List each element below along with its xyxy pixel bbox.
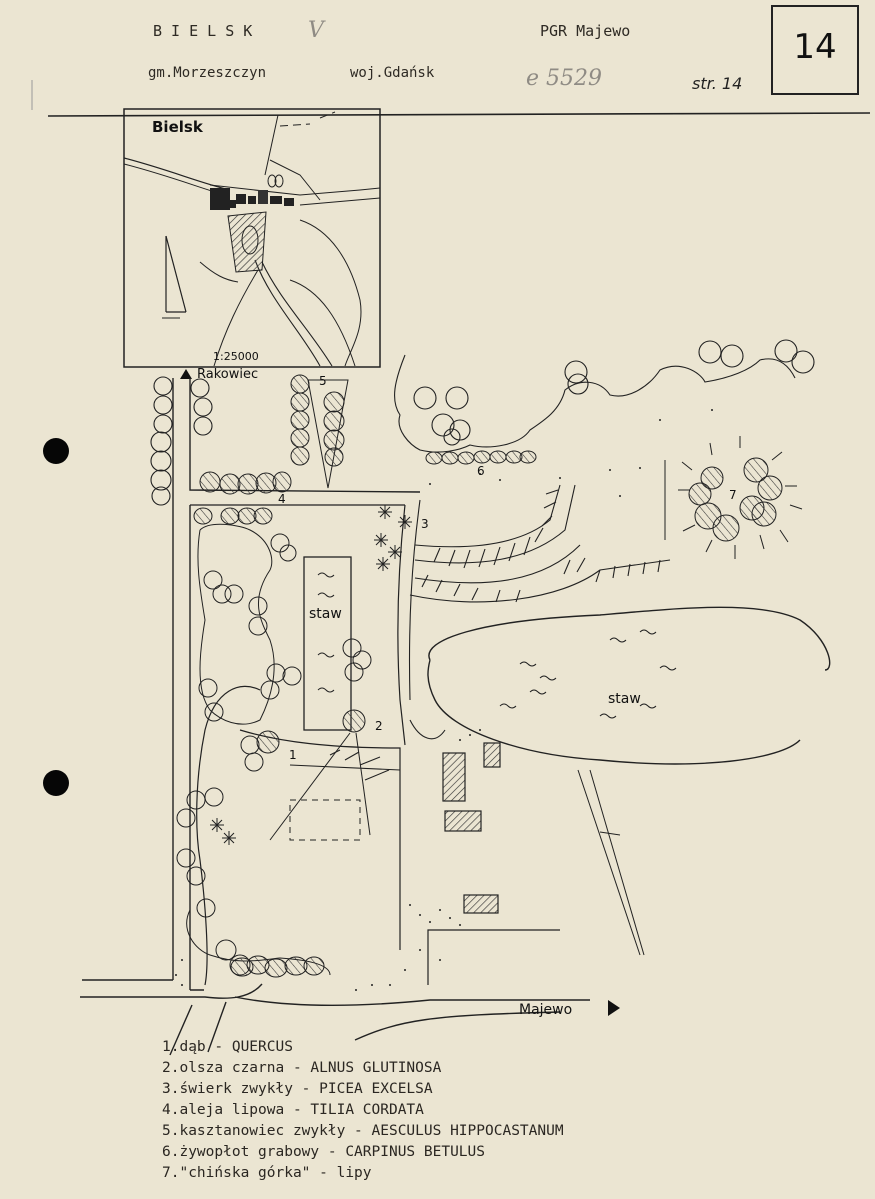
- header-place: B I E L S K: [153, 22, 253, 40]
- park-trees-hatched: [230, 955, 325, 978]
- page-number-box: 14: [771, 5, 859, 95]
- page-number: 14: [793, 27, 837, 67]
- legend-item: 6.żywopłot grabowy - CARPINUS BETULUS: [162, 1144, 486, 1160]
- inset-map-scale: 1:25000: [213, 350, 259, 363]
- chestnut-group: [290, 374, 349, 489]
- spruce-group: [210, 505, 412, 845]
- linden-avenue: [193, 471, 292, 525]
- punch-hole-bottom: [43, 770, 69, 796]
- page-reference: str. 14: [692, 74, 743, 93]
- legend-item: 7."chińska górka" - lipy: [162, 1165, 372, 1181]
- hornbeam-hedge: [425, 450, 537, 465]
- road-label-majewo: Majewo: [519, 1002, 572, 1018]
- legend-item: 4.aleja lipowa - TILIA CORDATA: [162, 1102, 424, 1118]
- small-pond: [303, 556, 352, 731]
- road-west: [172, 378, 421, 990]
- tree-alley-west: [150, 376, 213, 506]
- farm-buildings: [442, 742, 501, 914]
- marker-4: 4: [278, 492, 286, 506]
- marker-2: 2: [375, 719, 383, 733]
- species-legend: 1.dąb - QUERCUS 2.olsza czarna - ALNUS G…: [162, 1037, 564, 1184]
- rakowiec-arrow-icon: [180, 369, 192, 379]
- dotted-paths: [175, 409, 713, 991]
- legend-item: 1.dąb - QUERCUS: [162, 1039, 293, 1055]
- archive-number: e 5529: [526, 66, 603, 91]
- marker-5: 5: [319, 374, 327, 388]
- header-commune: gm.Morzeszczyn: [148, 65, 267, 81]
- road-label-rakowiec: Rakowiec: [197, 367, 258, 382]
- legend-item: 3.świerk zwykły - PICEA EXCELSA: [162, 1081, 433, 1097]
- oak-and-alder: [256, 709, 366, 754]
- terraces: [289, 484, 671, 781]
- large-pond-label: staw: [608, 691, 641, 707]
- header-estate: PGR Majewo: [540, 22, 631, 40]
- legend-item: 2.olsza czarna - ALNUS GLUTINOSA: [162, 1060, 442, 1076]
- road-south: [80, 979, 263, 999]
- legend-item: 5.kasztanowiec zwykły - AESCULUS HIPPOCA…: [162, 1123, 564, 1139]
- plan-markers: 1 2 3 4 5 6 7: [278, 374, 737, 762]
- marker-1: 1: [289, 748, 297, 762]
- header-rule: [47, 112, 871, 117]
- inset-map: [123, 108, 381, 368]
- majewo-arrow-icon: [608, 1000, 620, 1016]
- inset-map-title: Bielsk: [152, 118, 204, 136]
- chinese-hill: [664, 436, 803, 559]
- marker-3: 3: [421, 517, 429, 531]
- header-province: woj.Gdańsk: [350, 65, 435, 81]
- punch-hole-top: [43, 438, 69, 464]
- northeast-treeline: [394, 339, 815, 453]
- marker-6: 6: [477, 464, 485, 478]
- marker-7: 7: [729, 488, 737, 502]
- small-pond-label: staw: [309, 606, 342, 622]
- header-place-mark: V: [308, 18, 324, 43]
- large-pond: [427, 606, 831, 765]
